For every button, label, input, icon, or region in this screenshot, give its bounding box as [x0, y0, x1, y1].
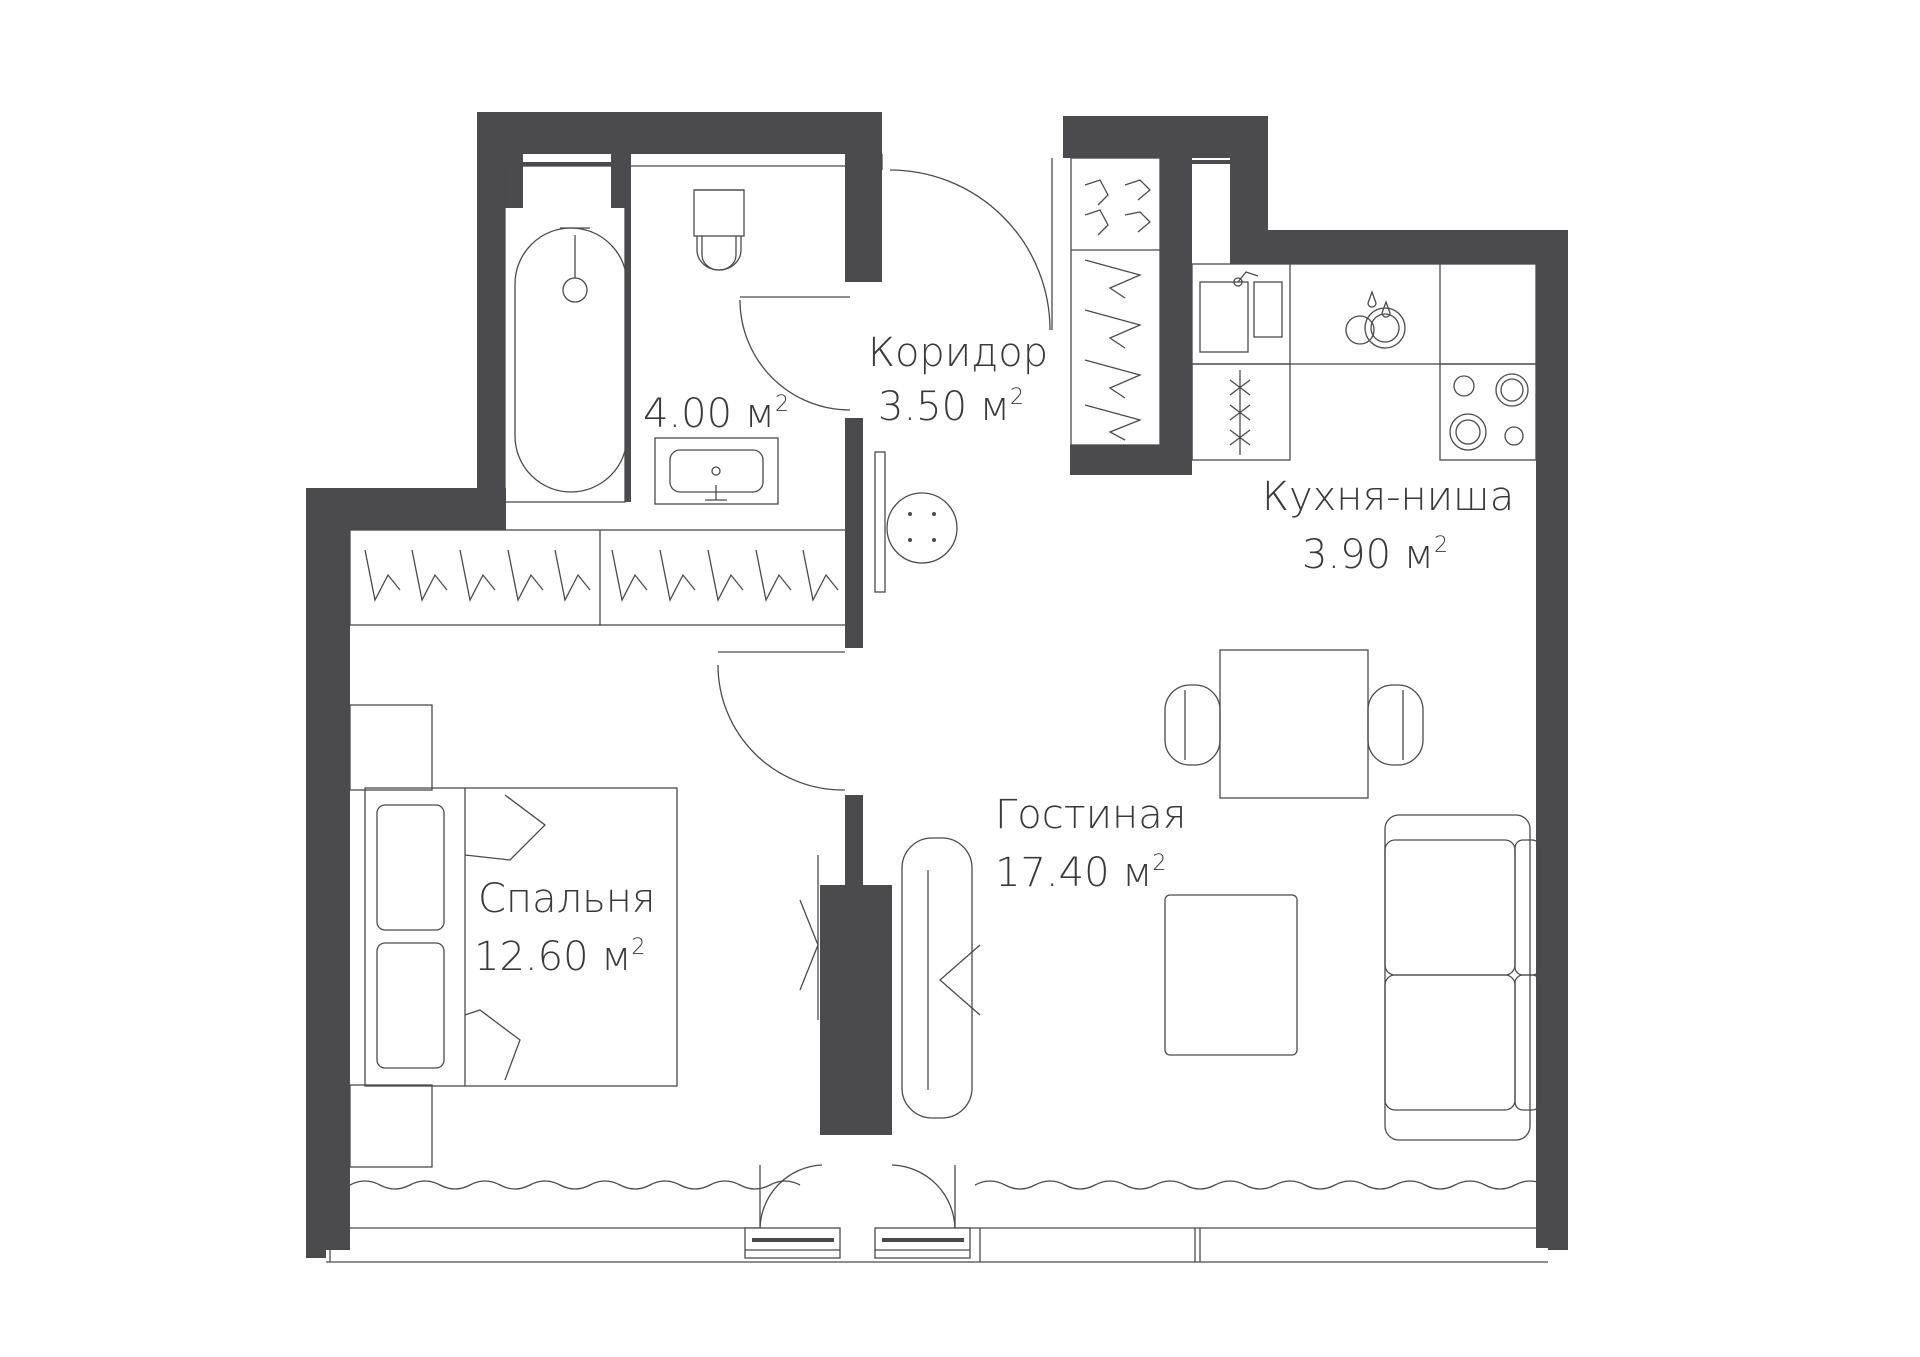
dishwasher-icon: [1345, 290, 1406, 349]
living-area: 17.40 м2: [995, 850, 1166, 896]
doors: [717, 154, 1053, 1231]
walls: [306, 112, 1568, 1258]
kitchen-name: Кухня-ниша: [1262, 474, 1514, 520]
dining-table: [1219, 649, 1369, 799]
corridor-area: 3.50 м2: [878, 384, 1024, 430]
pillow: [376, 942, 445, 1069]
stool: [874, 451, 958, 593]
coffee-table: [1164, 894, 1298, 1056]
bedroom-wardrobe: [349, 529, 847, 626]
bathroom-fixtures: [504, 165, 850, 505]
bathtub-drain-icon: [562, 277, 588, 303]
room-labels: 4.00 м2 Коридор 3.50 м2 Кухня-ниша 3.90 …: [474, 330, 1514, 980]
cooktop-icon: [1439, 363, 1537, 461]
tv-stand: [901, 837, 973, 1119]
nightstand: [349, 704, 433, 791]
bathtub-icon: [514, 227, 628, 493]
toilet-icon: [696, 236, 742, 271]
sofa: [1384, 814, 1531, 1141]
kitchen-fixtures: [1191, 263, 1537, 461]
bedroom-area: 12.60 м2: [474, 934, 645, 980]
hanger-icons: [364, 549, 839, 602]
bedroom-name: Спальня: [478, 876, 656, 922]
kitchen-area: 3.90 м2: [1302, 532, 1448, 578]
nightstand: [349, 1084, 433, 1168]
dining-chair: [1164, 684, 1221, 766]
curtains: [349, 1180, 1546, 1190]
bed: [364, 787, 678, 1087]
bedroom-furniture: [349, 704, 819, 1168]
living-name: Гостиная: [995, 792, 1186, 838]
hanger-icons: [1084, 259, 1143, 441]
living-furniture: [901, 814, 1541, 1141]
blanket-fold: [464, 794, 546, 861]
corridor-wardrobe: [1070, 157, 1161, 446]
pillow: [376, 804, 445, 931]
fridge-icon: [1229, 370, 1251, 455]
window-frames: [326, 1227, 1548, 1263]
bathroom-area: 4.00 м2: [643, 391, 789, 437]
kitchen-sink-icon: [1199, 281, 1249, 353]
shoe-icons: [1084, 179, 1151, 236]
corridor-name: Коридор: [868, 330, 1048, 376]
dining-set: [1164, 649, 1424, 799]
sink-counter: [654, 437, 779, 505]
dining-chair: [1367, 684, 1424, 766]
